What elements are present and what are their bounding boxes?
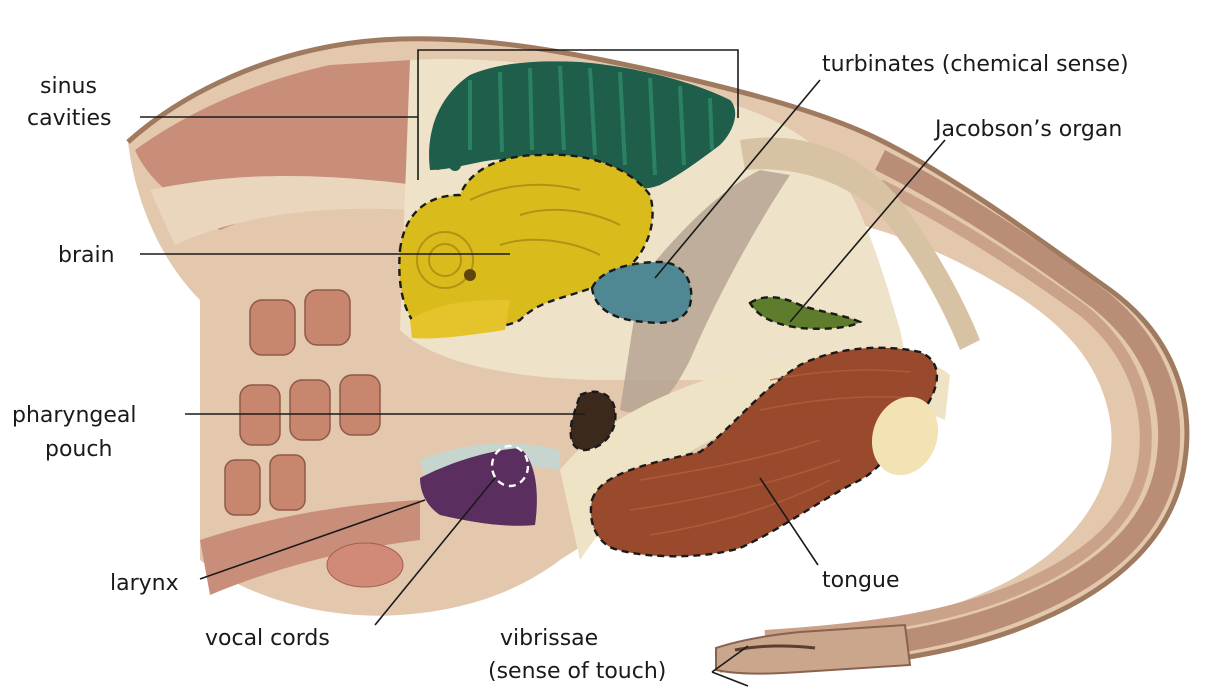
label-brain: brain — [58, 243, 115, 268]
label-jacobsons-organ: Jacobson’s organ — [933, 117, 1122, 142]
label-sinus-line1: sinus — [40, 74, 97, 99]
label-pharyngeal-line2: pouch — [45, 437, 112, 462]
throat-gland — [327, 543, 403, 587]
label-vibrissae-line1: vibrissae — [500, 626, 598, 651]
label-turbinates: turbinates (chemical sense) — [822, 52, 1129, 77]
label-tongue: tongue — [822, 568, 899, 593]
label-sinus-line2: cavities — [27, 106, 111, 131]
label-pharyngeal-line1: pharyngeal — [12, 403, 137, 428]
label-vibrissae-line2: (sense of touch) — [488, 659, 666, 684]
brain-center — [464, 269, 476, 281]
label-larynx: larynx — [110, 571, 179, 596]
label-vocal-cords: vocal cords — [205, 626, 330, 651]
